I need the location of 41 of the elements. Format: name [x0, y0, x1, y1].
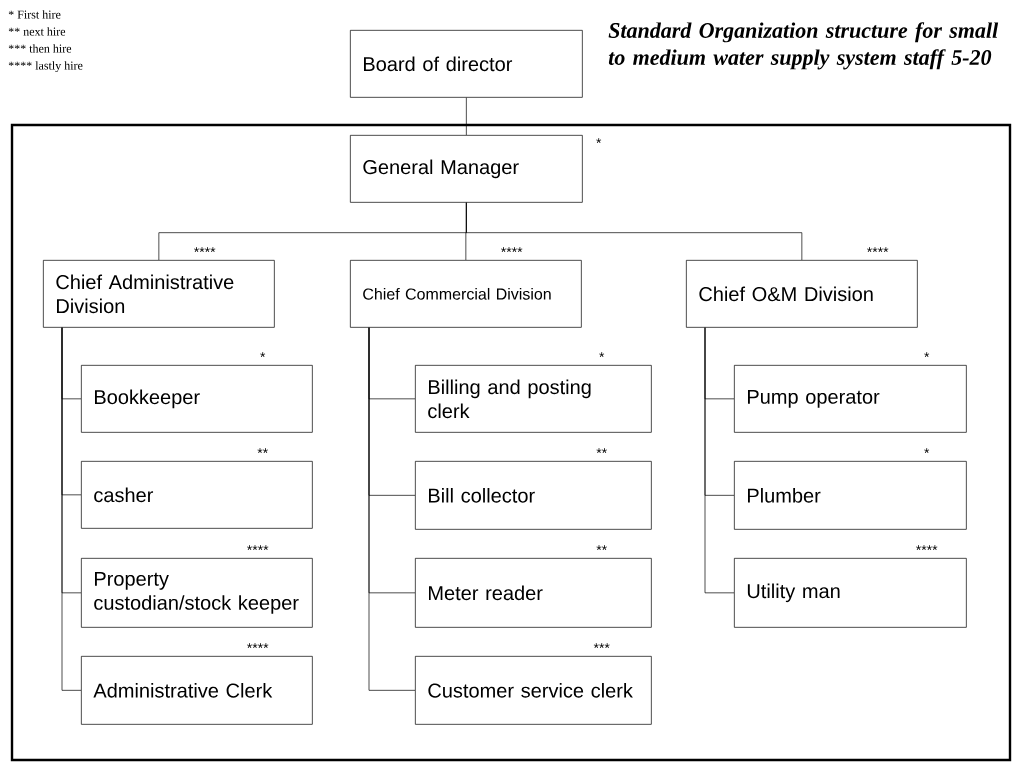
org-box: Customer service clerk	[415, 656, 652, 725]
hire-mark: *	[596, 138, 602, 144]
hire-mark: **	[257, 448, 268, 454]
org-box: Bookkeeper	[81, 364, 313, 433]
connector-line	[466, 97, 467, 136]
org-box: Utility man	[734, 558, 967, 628]
hire-mark: ***	[593, 643, 610, 649]
connector-line	[368, 327, 416, 691]
org-box: Chief O&M Division	[686, 260, 918, 328]
hire-mark: **	[596, 545, 607, 551]
key-note: *** then hire	[8, 44, 72, 53]
org-box: Bill collector	[415, 461, 652, 530]
org-box: Property custodian/stock keeper	[81, 558, 313, 628]
connector-line	[61, 327, 82, 691]
org-box: Billing and posting clerk	[415, 364, 652, 433]
connector-line	[466, 202, 803, 261]
org-box: Chief Commercial Division	[350, 260, 582, 328]
hire-mark: ****	[247, 545, 269, 551]
hire-mark: **	[596, 448, 607, 454]
hire-mark: ****	[194, 247, 216, 253]
key-note: ** next hire	[8, 27, 66, 36]
hire-mark: *	[599, 352, 605, 358]
hire-mark: ****	[916, 545, 938, 551]
hire-mark: *	[260, 352, 266, 358]
org-box: Meter reader	[415, 558, 652, 628]
org-box: Chief Administrative Division	[43, 260, 275, 328]
org-box: Plumber	[734, 461, 967, 530]
hire-mark: ****	[867, 247, 889, 253]
diagram-title: Standard Organization structure for small to medium water supply system staff 5-20	[608, 22, 999, 70]
key-note: * First hire	[8, 10, 61, 19]
connector-line	[704, 327, 735, 594]
org-box: Board of director	[350, 30, 583, 98]
org-box: Administrative Clerk	[81, 656, 313, 725]
hire-mark: *	[924, 448, 930, 454]
hire-mark: *	[924, 352, 930, 358]
hire-mark: ****	[247, 643, 269, 649]
org-box: casher	[81, 461, 313, 529]
org-box: General Manager	[350, 135, 583, 203]
hire-mark: ****	[501, 247, 523, 253]
key-note: **** lastly hire	[8, 61, 83, 73]
org-box: Pump operator	[734, 364, 967, 433]
